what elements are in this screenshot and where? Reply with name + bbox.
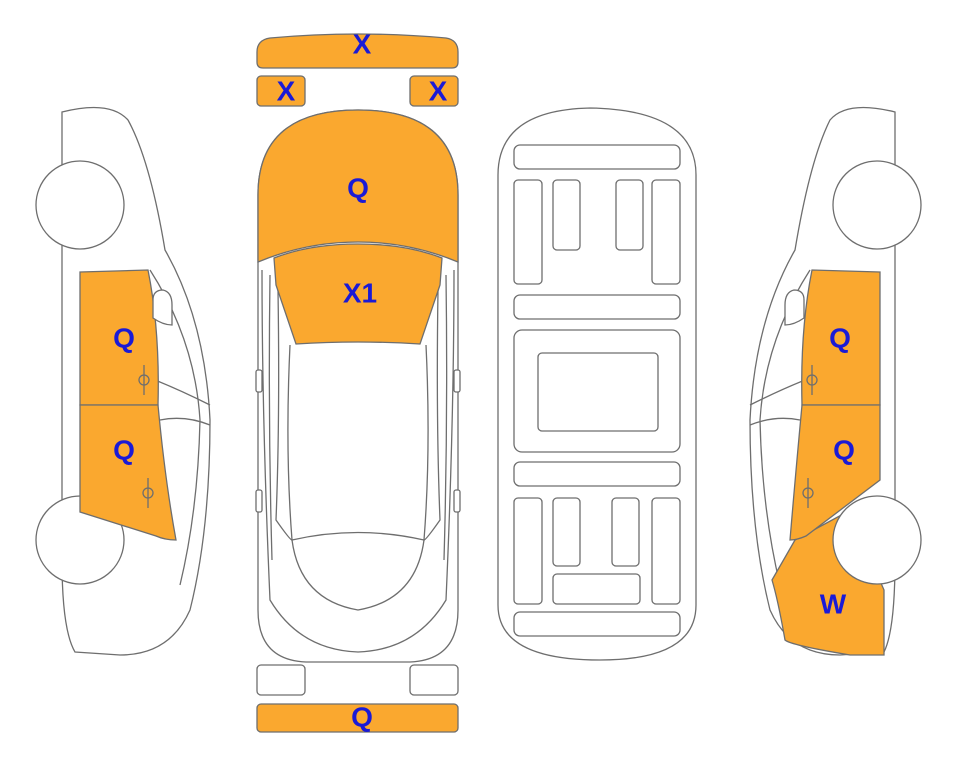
rear-bumper-code: Q [351,701,373,732]
left-rear-door-code: Q [113,434,135,465]
windshield-code: X1 [343,277,377,308]
hood-code: Q [347,172,369,203]
left-rear-door-panel[interactable]: Q [79,404,177,541]
hood-panel[interactable]: Q [257,109,459,263]
rear-bumper-panel[interactable]: Q [256,701,459,733]
left-front-door-code: Q [113,322,135,353]
right-rear-quarter-code: W [820,588,847,619]
roof-right-small-code: X [429,75,448,106]
roof-bar-code: X [353,28,372,59]
right-front-door-code: Q [829,322,851,353]
roof-bar-panel[interactable]: X [256,28,459,69]
right-rear-door-code: Q [833,434,855,465]
windshield-panel[interactable]: X1 [273,243,443,345]
roof-left-small-panel[interactable]: X [256,75,306,107]
roof-left-small-code: X [277,75,296,106]
underbody-view [497,107,697,661]
roof-right-small-panel[interactable]: X [409,75,459,107]
right-rear-door-panel[interactable]: Q [789,404,881,541]
right-side-details [784,289,922,585]
left-side-details [138,289,173,508]
